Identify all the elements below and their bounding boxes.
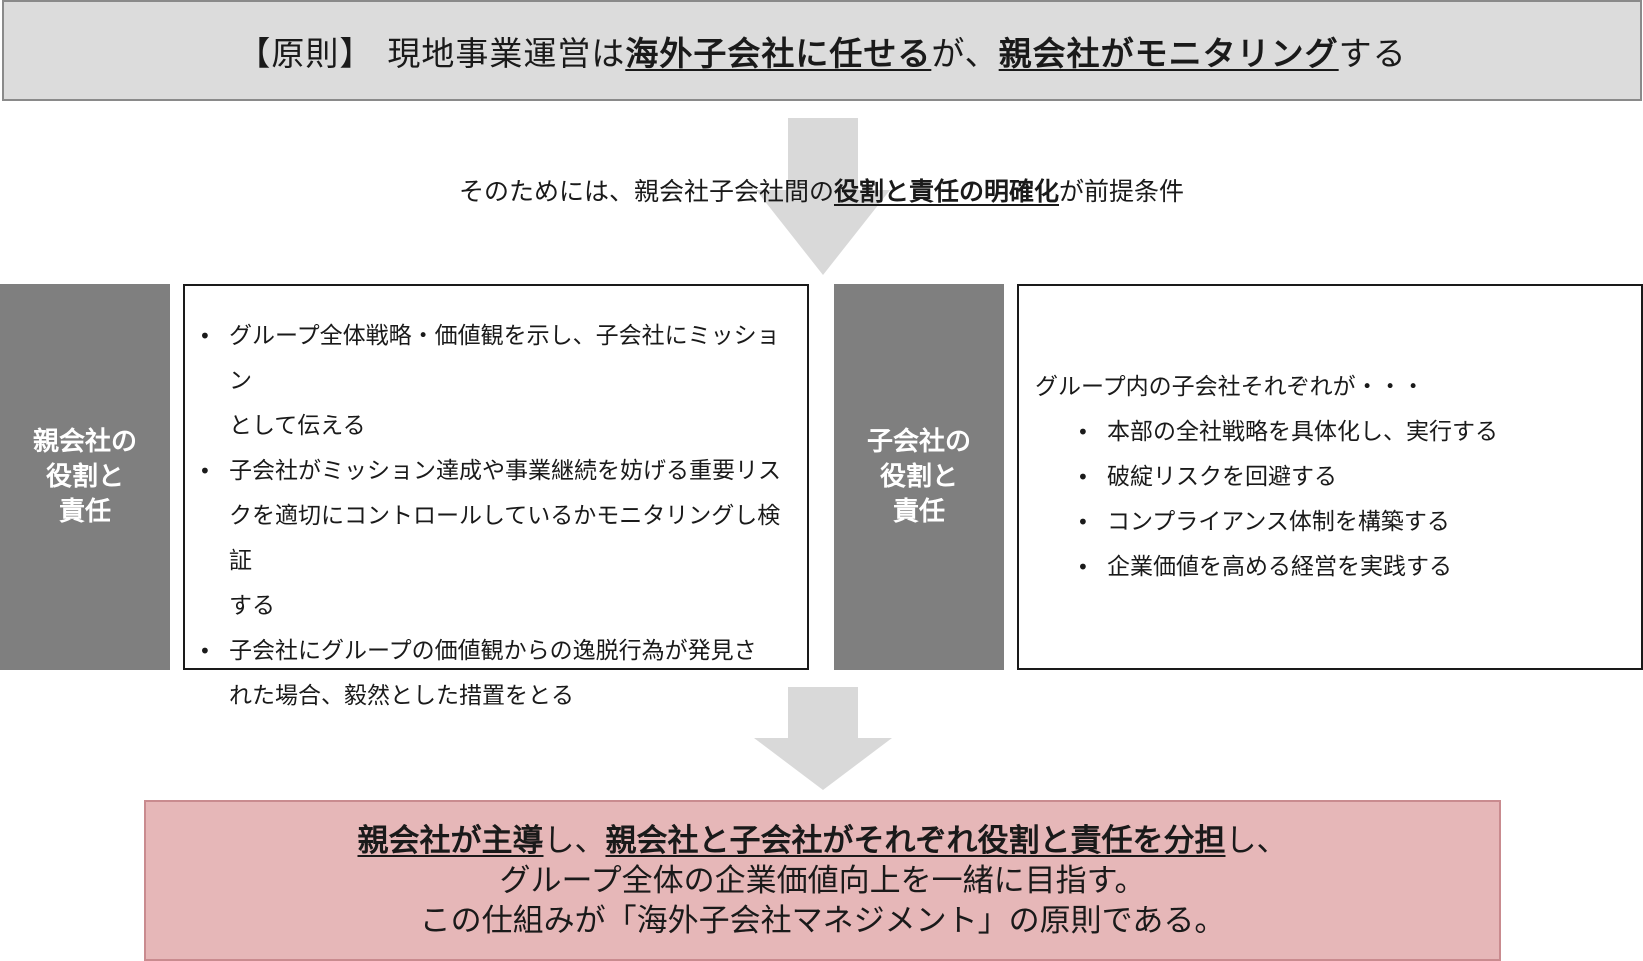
child-label-line-3: 責任 — [892, 496, 945, 527]
list-item: 企業価値を高める経営を実践する — [1077, 545, 1623, 590]
list-item-line: 子会社がミッション達成や事業継続を妨げる重要リス — [229, 458, 781, 484]
child-intro-text: グループ内の子会社それぞれが・・・ — [1035, 373, 1425, 400]
principle-bracket: 【原則】 — [237, 33, 374, 73]
precondition-text-1: そのためには、親会社子会社間の — [458, 177, 834, 206]
principle-text-4: 親会社がモニタリング — [998, 33, 1339, 73]
list-item-line: 子会社にグループの価値観からの逸脱行為が発見さ — [229, 638, 757, 664]
parent-role-list: グループ全体戦略・価値観を示し、子会社にミッション として伝える 子会社がミッシ… — [199, 314, 789, 719]
list-item-line: クを適切にコントロールしているかモニタリングし検証 — [229, 503, 781, 574]
child-label-line-2: 役割と — [879, 461, 958, 492]
parent-label-line-1: 親会社の — [32, 426, 137, 457]
conclusion-line-3: この仕組みが「海外子会社マネジメント」の原則である。 — [419, 902, 1226, 939]
parent-role-label: 親会社の 役割と 責任 — [0, 284, 170, 670]
list-item-line: れた場合、毅然とした措置をとる — [229, 683, 574, 709]
conclusion-line-2: グループ全体の企業価値向上を一緒に目指す。 — [499, 862, 1146, 899]
conclusion-text-1b: し、 — [543, 822, 606, 859]
conclusion-line-1: 親会社が主導し、親会社と子会社がそれぞれ役割と責任を分担し、 — [358, 821, 1288, 861]
child-role-box: グループ内の子会社それぞれが・・・ 本部の全社戦略を具体化し、実行する 破綻リス… — [1017, 284, 1643, 670]
conclusion-text-1c: 親会社と子会社がそれぞれ役割と責任を分担 — [605, 822, 1226, 859]
conclusion-text-1d: し、 — [1225, 822, 1288, 859]
parent-label-line-3: 責任 — [58, 496, 111, 527]
child-role-list: 本部の全社戦略を具体化し、実行する 破綻リスクを回避する コンプライアンス体制を… — [1035, 410, 1623, 590]
principle-text-5: する — [1338, 33, 1407, 73]
list-item: グループ全体戦略・価値観を示し、子会社にミッション として伝える — [199, 314, 789, 449]
list-item-line: する — [229, 593, 275, 619]
conclusion-text-1a: 親会社が主導 — [357, 822, 544, 859]
list-item: 本部の全社戦略を具体化し、実行する — [1077, 410, 1623, 455]
principle-text-2: 海外子会社に任せる — [625, 33, 932, 73]
conclusion-box: 親会社が主導し、親会社と子会社がそれぞれ役割と責任を分担し、 グループ全体の企業… — [144, 800, 1501, 961]
principle-banner: 【原則】 現地事業運営は 海外子会社に任せる が、 親会社がモニタリング する — [2, 0, 1642, 101]
child-label-line-1: 子会社の — [866, 426, 971, 457]
child-role-label: 子会社の 役割と 責任 — [834, 284, 1004, 670]
principle-text-3: が、 — [931, 33, 999, 73]
list-item: 子会社がミッション達成や事業継続を妨げる重要リス クを適切にコントロールしている… — [199, 449, 789, 629]
list-item: コンプライアンス体制を構築する — [1077, 500, 1623, 545]
list-item: 破綻リスクを回避する — [1077, 455, 1623, 500]
precondition-text-3: が前提条件 — [1059, 177, 1185, 206]
precondition-text-2: 役割と責任の明確化 — [833, 177, 1059, 206]
list-item-line: として伝える — [229, 413, 366, 439]
precondition-text: そのためには、親会社子会社間の役割と責任の明確化が前提条件 — [0, 172, 1643, 212]
list-item-line: グループ全体戦略・価値観を示し、子会社にミッション — [229, 323, 780, 394]
principle-text-1: 現地事業運営は — [387, 33, 626, 73]
list-item: 子会社にグループの価値観からの逸脱行為が発見さ れた場合、毅然とした措置をとる — [199, 629, 789, 719]
parent-label-line-2: 役割と — [45, 461, 124, 492]
parent-role-box: グループ全体戦略・価値観を示し、子会社にミッション として伝える 子会社がミッシ… — [183, 284, 809, 709]
